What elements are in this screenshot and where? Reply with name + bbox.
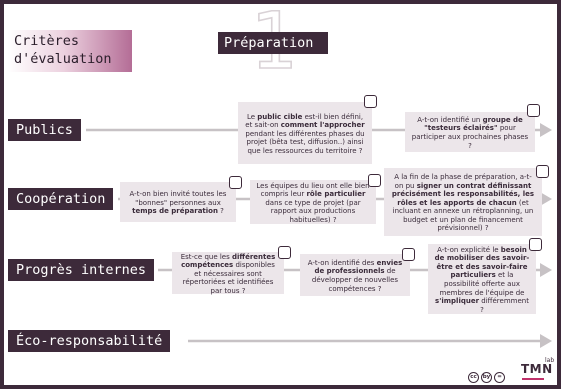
card-invites: A-t-on bien invité toutes les "bonnes" p… <box>120 182 236 222</box>
card-savoir-etre: A-t-on explicité le besoin de mobiliser … <box>428 244 536 314</box>
card-public-cible: Le public cible est-il bien défini, et s… <box>238 102 372 164</box>
license-badges: cc by = <box>468 370 505 384</box>
card-role-particulier: Les équipes du lieu ont elle bien compri… <box>250 180 376 224</box>
checkbox-role-particulier[interactable] <box>368 174 381 187</box>
step-title: Préparation <box>218 32 328 54</box>
row-label-eco: Éco-responsabilité <box>8 330 171 352</box>
criteria-title-line1: Critères <box>14 33 80 49</box>
brand-logo: TMN <box>521 362 553 376</box>
checkbox-savoir-etre[interactable] <box>529 238 542 251</box>
checkbox-competences[interactable] <box>278 246 291 259</box>
criteria-title-line2: d'évaluation <box>14 51 112 67</box>
checkbox-testeurs[interactable] <box>527 104 540 117</box>
card-contrat: A la fin de la phase de préparation, a-t… <box>384 168 542 236</box>
progres-arrowhead <box>540 263 552 277</box>
eco-arrowhead <box>540 334 552 348</box>
brand-logo-suffix: lab <box>545 357 555 364</box>
row-label-progres: Progrès internes <box>8 259 155 281</box>
cc-icon: cc <box>468 371 479 383</box>
by-icon: by <box>481 371 492 383</box>
card-envies: A-t-on identifié des envies de professio… <box>300 254 410 296</box>
nd-icon: = <box>494 371 505 383</box>
checkbox-public-cible[interactable] <box>364 95 377 108</box>
checkbox-contrat[interactable] <box>536 165 549 178</box>
row-label-cooperation: Coopération <box>8 188 114 210</box>
criteria-title: Critères d'évaluation <box>8 30 132 72</box>
publics-arrowhead <box>540 123 552 137</box>
brand-logo-underline <box>522 378 544 380</box>
cooperation-arrowhead <box>540 192 552 206</box>
row-label-publics: Publics <box>8 119 81 141</box>
checkbox-invites[interactable] <box>229 176 242 189</box>
card-testeurs: A-t-on identifié un groupe de "testeurs … <box>405 112 535 152</box>
card-competences: Est-ce que les différentes compétences d… <box>172 252 284 295</box>
checkbox-envies[interactable] <box>402 248 415 261</box>
